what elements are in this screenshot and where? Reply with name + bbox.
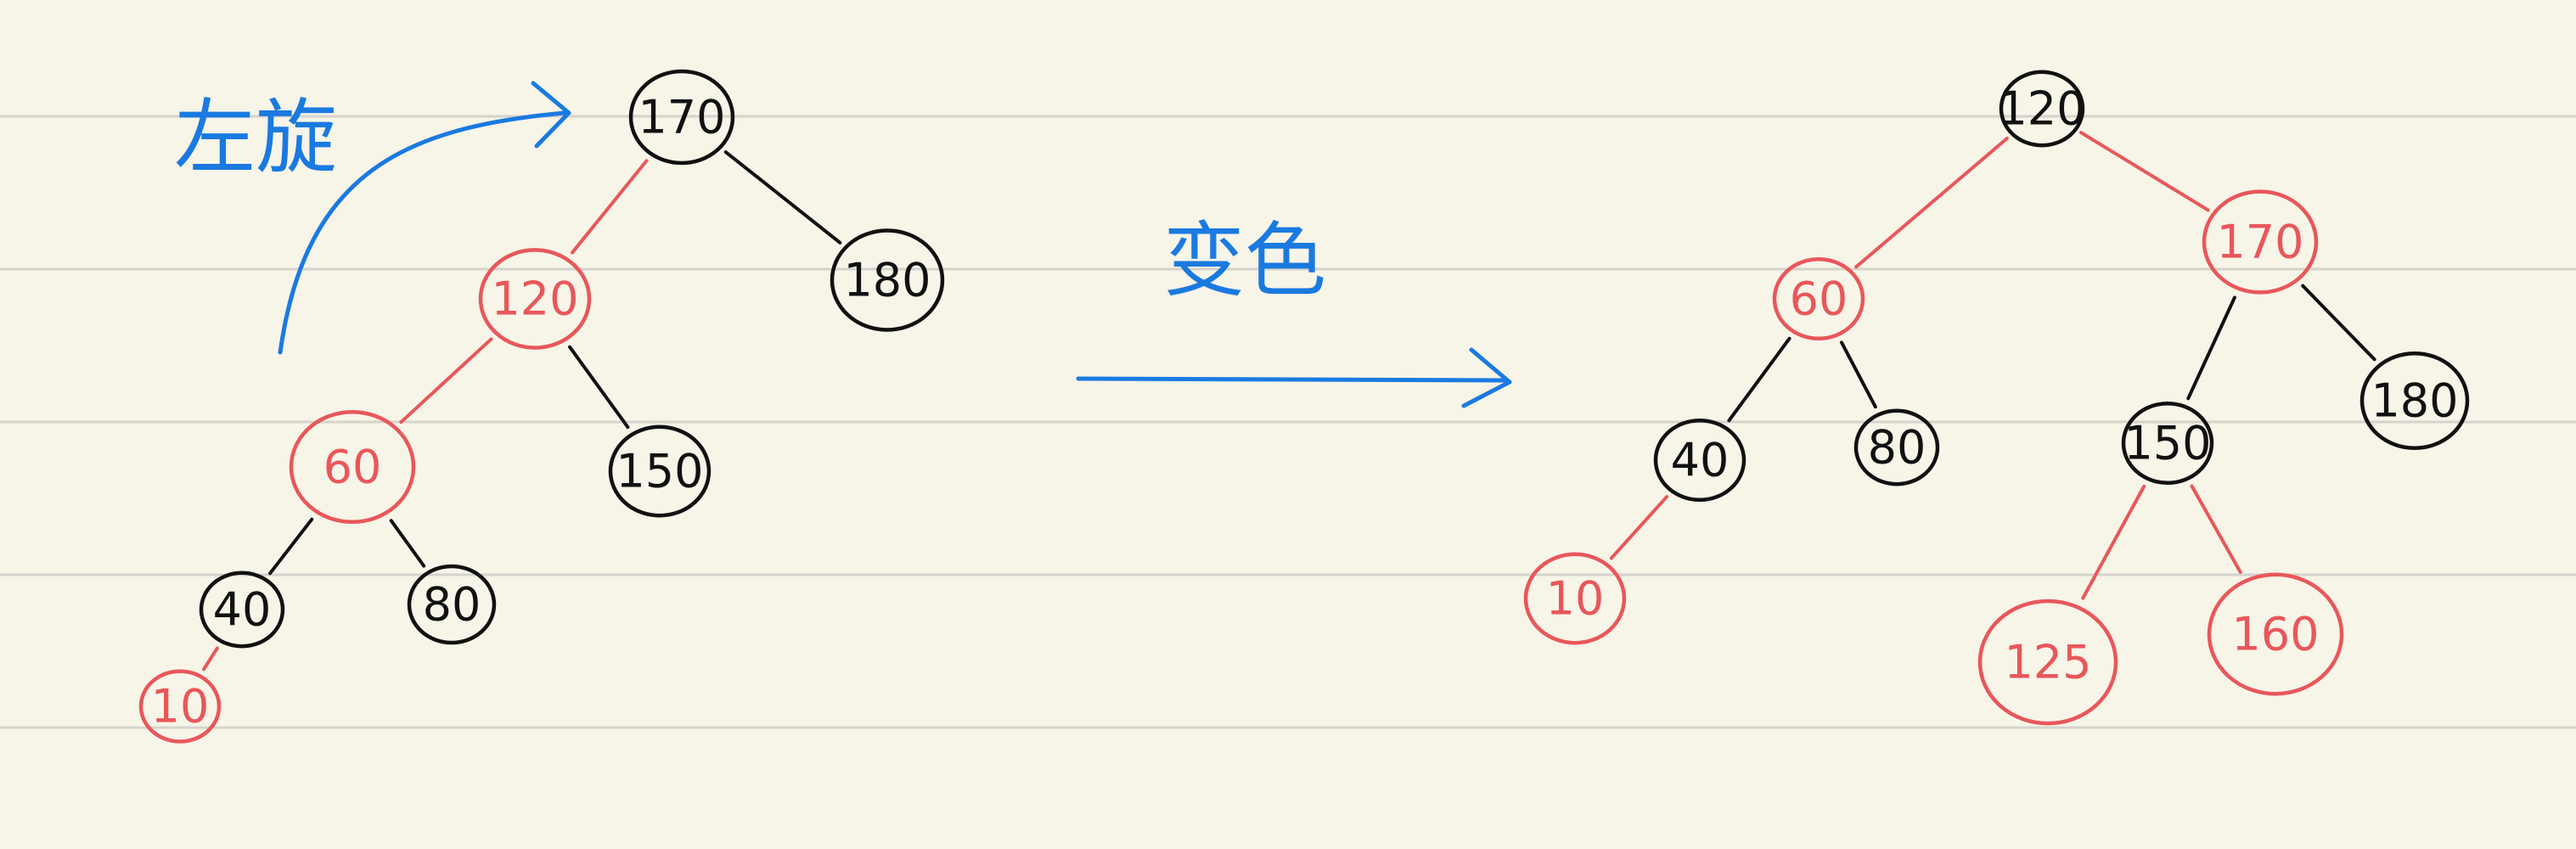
before-node-label: 10 bbox=[151, 680, 210, 734]
before-node-label: 40 bbox=[213, 583, 272, 637]
after-node-circle bbox=[2121, 401, 2214, 486]
after-node-circle bbox=[1853, 408, 1940, 486]
after-node-label: 125 bbox=[2004, 636, 2091, 689]
before-node-10: 10 bbox=[138, 669, 222, 744]
before-node-circle bbox=[199, 571, 285, 649]
before-node-circle bbox=[478, 248, 592, 350]
before-node-label: 180 bbox=[843, 254, 931, 307]
before-node-label: 170 bbox=[638, 91, 725, 144]
before-edge-b60-b40 bbox=[268, 517, 314, 576]
before-node-circle bbox=[407, 564, 497, 645]
before-node-40: 40 bbox=[199, 571, 285, 649]
after-node-10: 10 bbox=[1523, 552, 1627, 645]
recolor-arrow bbox=[1076, 347, 1512, 408]
before-node-150: 150 bbox=[608, 424, 711, 518]
before-node-label: 80 bbox=[423, 578, 481, 632]
after-node-circle bbox=[2207, 572, 2344, 696]
after-node-180: 180 bbox=[2359, 351, 2470, 451]
before-node-circle bbox=[628, 69, 735, 166]
after-node-circle bbox=[2202, 189, 2319, 295]
before-node-60: 60 bbox=[289, 409, 416, 525]
after-edge-a120-a60 bbox=[1854, 137, 2009, 269]
after-edge-a150-a125 bbox=[2081, 484, 2146, 600]
before-node-circle bbox=[138, 669, 222, 744]
after-node-40: 40 bbox=[1653, 418, 1746, 503]
before-node-circle bbox=[830, 228, 945, 332]
after-node-label: 80 bbox=[1868, 421, 1926, 475]
before-edge-b60-b80 bbox=[389, 519, 426, 568]
before-node-label: 60 bbox=[323, 441, 382, 494]
after-node-circle bbox=[1977, 599, 2118, 726]
after-node-circle bbox=[1772, 256, 1865, 341]
after-node-label: 160 bbox=[2231, 608, 2319, 661]
before-node-label: 150 bbox=[616, 445, 703, 498]
before-edge-b170-b180 bbox=[723, 150, 842, 245]
after-node-120: 120 bbox=[1998, 70, 2086, 148]
before-edge-b170-b120 bbox=[571, 159, 649, 255]
before-node-180: 180 bbox=[830, 228, 945, 332]
before-node-170: 170 bbox=[628, 69, 735, 166]
after-node-160: 160 bbox=[2207, 572, 2344, 696]
before-node-80: 80 bbox=[407, 564, 497, 645]
after-node-label: 60 bbox=[1790, 273, 1848, 326]
recolor-label: 变色 bbox=[1163, 213, 1326, 308]
rotate-arrow-head bbox=[531, 81, 571, 149]
after-edge-a40-a10 bbox=[1609, 495, 1669, 560]
after-edge-a60-a40 bbox=[1727, 336, 1791, 423]
rotate-arrow-curve bbox=[278, 110, 567, 355]
after-node-60: 60 bbox=[1772, 256, 1865, 341]
after-edge-a170-a150 bbox=[2186, 295, 2236, 401]
after-edge-a150-a160 bbox=[2190, 484, 2242, 574]
before-edge-b120-b150 bbox=[568, 345, 630, 430]
after-edge-a120-a170 bbox=[2079, 131, 2210, 212]
recolor-arrow-head bbox=[1461, 347, 1512, 408]
after-node-circle bbox=[1999, 70, 2085, 148]
before-edge-b120-b60 bbox=[399, 337, 493, 424]
after-node-150: 150 bbox=[2121, 401, 2214, 486]
after-node-label: 170 bbox=[2216, 216, 2303, 269]
after-node-label: 10 bbox=[1546, 572, 1605, 626]
after-node-label: 150 bbox=[2123, 417, 2211, 470]
before-node-label: 120 bbox=[491, 273, 578, 326]
after-node-125: 125 bbox=[1977, 599, 2118, 726]
after-edge-a170-a180 bbox=[2301, 284, 2376, 362]
before-node-circle bbox=[608, 424, 711, 518]
tree-edges bbox=[202, 131, 2376, 672]
after-node-circle bbox=[1523, 552, 1627, 645]
after-node-label: 120 bbox=[1998, 82, 2085, 136]
before-edge-b40-b10 bbox=[202, 646, 219, 672]
rotate-left-label: 左旋 bbox=[174, 90, 337, 185]
ruled-lines bbox=[0, 115, 2576, 729]
after-node-170: 170 bbox=[2202, 189, 2319, 295]
after-node-label: 40 bbox=[1671, 434, 1730, 487]
after-edge-a60-a80 bbox=[1839, 340, 1877, 409]
after-node-circle bbox=[2359, 351, 2470, 451]
recolor-arrow-shaft bbox=[1076, 376, 1510, 383]
after-node-80: 80 bbox=[1853, 408, 1940, 486]
tree-nodes: 170 180 120 150 60 40 80 10 120 60 170 40 80 150 180 10… bbox=[138, 69, 2470, 744]
after-node-circle bbox=[1653, 418, 1746, 503]
before-node-120: 120 bbox=[478, 248, 592, 350]
after-node-label: 180 bbox=[2371, 374, 2458, 428]
before-node-circle bbox=[289, 409, 416, 525]
rotate-arrow bbox=[278, 81, 571, 355]
